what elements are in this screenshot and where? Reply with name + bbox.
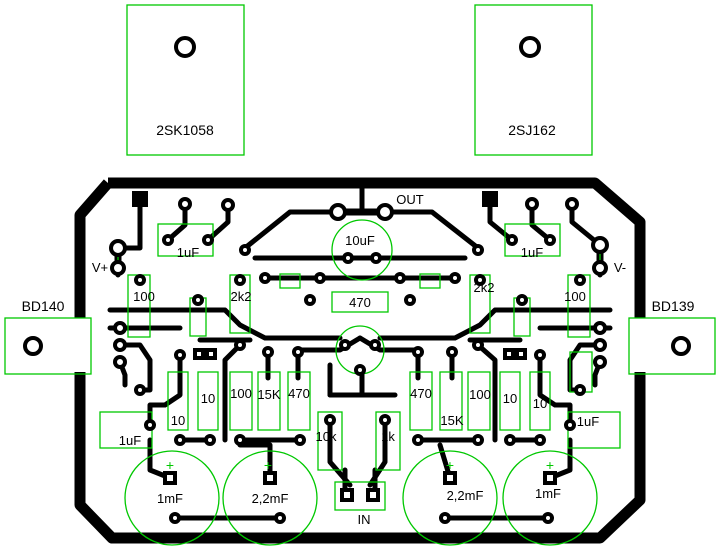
res-left-470-label: 470 bbox=[288, 386, 310, 401]
res-1k-label: 1k bbox=[381, 429, 395, 444]
mosfet-right-outline bbox=[474, 4, 593, 156]
driver-right-label: BD139 bbox=[652, 298, 695, 314]
res-right-10-label: 10 bbox=[503, 391, 517, 406]
res-left-100-label: 100 bbox=[133, 289, 155, 304]
input-terminal-label: IN bbox=[358, 512, 371, 527]
res-left-2k2-label: 2k2 bbox=[231, 289, 252, 304]
res-right-10b-label: 10 bbox=[533, 396, 547, 411]
output-terminal-label: OUT bbox=[396, 192, 424, 207]
cap-1mf-left-label: 1mF bbox=[157, 491, 183, 506]
res-right-470-label: 470 bbox=[410, 386, 432, 401]
board-outline bbox=[74, 177, 646, 544]
res-10k-label: 10k bbox=[316, 429, 337, 444]
polarity-plus-3: + bbox=[446, 457, 454, 473]
res-center-label: 470 bbox=[349, 295, 371, 310]
res-left-15k-label: 15K bbox=[257, 387, 280, 402]
driver-right-hole bbox=[671, 336, 691, 356]
res-left-100b-label: 100 bbox=[230, 386, 252, 401]
cap-22mf-left-label: 2,2mF bbox=[252, 491, 289, 506]
mosfet-left-hole bbox=[174, 36, 196, 58]
vminus-label: V- bbox=[614, 260, 626, 275]
mosfet-left-outline bbox=[126, 4, 245, 156]
polarity-plus-2: + bbox=[264, 457, 272, 473]
res-right-2k2-label: 2k2 bbox=[474, 280, 495, 295]
cap-top-left-label: 1uF bbox=[177, 245, 199, 260]
cap-1mf-right-label: 1mF bbox=[535, 486, 561, 501]
cap-center-label: 10uF bbox=[345, 233, 375, 248]
res-left-10-label: 10 bbox=[171, 413, 185, 428]
res-left-10b-label: 10 bbox=[201, 391, 215, 406]
driver-left-hole bbox=[23, 336, 43, 356]
pads bbox=[109, 191, 609, 524]
cap-bottom-right-small-label: 1uF bbox=[577, 414, 599, 429]
cap-22mf-right-label: 2,2mF bbox=[447, 488, 484, 503]
vplus-label: V+ bbox=[92, 260, 108, 275]
res-right-15k-label: 15K bbox=[440, 413, 463, 428]
driver-left-outline bbox=[4, 317, 92, 375]
res-right-100b-label: 100 bbox=[469, 387, 491, 402]
driver-left-label: BD140 bbox=[22, 298, 65, 314]
cap-top-right-label: 1uF bbox=[521, 245, 543, 260]
mosfet-right-label: 2SJ162 bbox=[508, 122, 556, 138]
mosfet-right-hole bbox=[519, 36, 541, 58]
driver-right-outline bbox=[628, 317, 716, 375]
cap-bottom-left-small-label: 1uF bbox=[119, 433, 141, 448]
polarity-plus-4: + bbox=[546, 457, 554, 473]
mosfet-left-label: 2SK1058 bbox=[156, 122, 214, 138]
res-right-100-label: 100 bbox=[564, 289, 586, 304]
polarity-plus-1: + bbox=[166, 457, 174, 473]
component-outlines bbox=[99, 219, 621, 546]
